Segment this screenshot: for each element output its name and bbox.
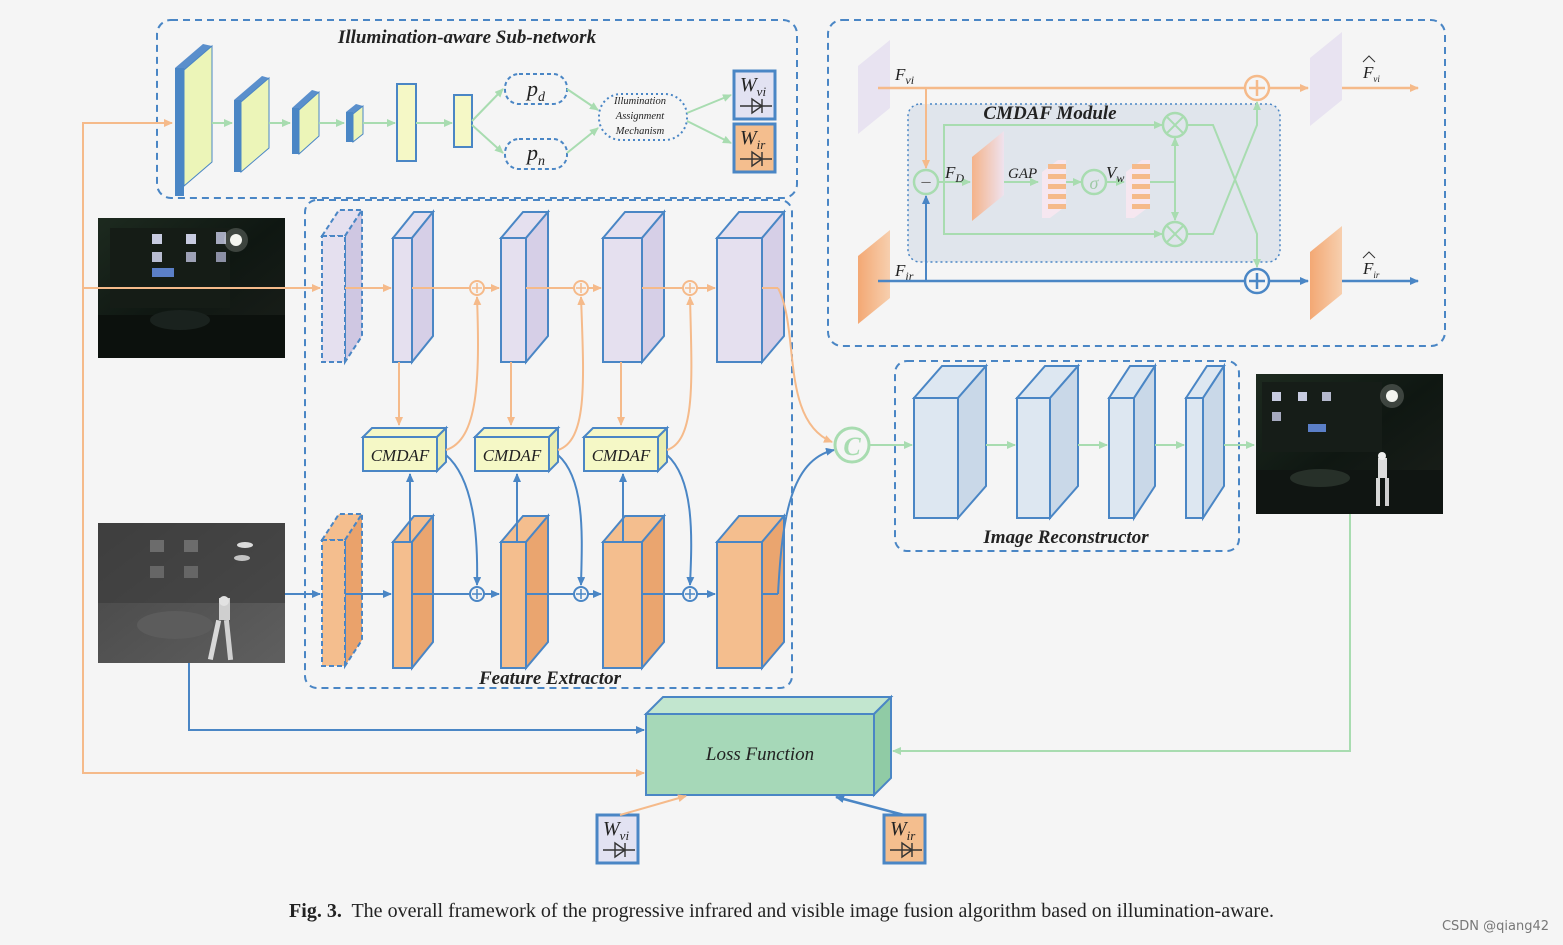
recon-block-1: [911, 363, 989, 521]
f-ir-hat-label: Fir: [1362, 259, 1380, 280]
recon-block-2: [1014, 363, 1081, 521]
image-reconstructor-title: Image Reconstructor: [982, 527, 1149, 548]
illumination-box: [156, 19, 798, 199]
svg-text:CMDAF: CMDAF: [592, 446, 651, 465]
ir-conv-block-3: [600, 513, 667, 671]
vi-conv-block-1: [390, 209, 436, 365]
weight-vi-box: Wvi: [732, 69, 777, 121]
f-vi-label: Fvi: [894, 65, 914, 87]
feature-extractor-box: [304, 199, 793, 689]
fused-output-image: [1256, 374, 1443, 514]
iam-line-1: Illumination: [613, 96, 666, 107]
ir-conv-block-4: [714, 513, 787, 671]
vi-conv-block-4: [714, 209, 787, 365]
f-ir-label: Fir: [894, 261, 914, 283]
cmdaf-block-1: CMDAF: [360, 425, 449, 474]
fc-block-2: [453, 94, 473, 148]
v-w-label: Vw: [1106, 163, 1124, 185]
svg-text:Wir: Wir: [740, 127, 766, 152]
svg-text:Wvi: Wvi: [740, 74, 766, 99]
illumination-subnetwork: Illumination-aware Sub-network: [156, 19, 798, 199]
figure-caption: Fig. 3. The overall framework of the pro…: [0, 900, 1563, 923]
ir-conv-block-1: [390, 513, 436, 671]
loss-weight-vi-box: Wvi: [595, 813, 640, 865]
watermark: CSDN @qiang42: [1441, 919, 1549, 934]
ir-input-conv: [320, 510, 364, 670]
svg-text:Wvi: Wvi: [603, 818, 629, 843]
svg-text:CMDAF: CMDAF: [371, 446, 430, 465]
conv-block-4: [346, 104, 364, 144]
loss-function: Loss Function: [643, 694, 894, 798]
recon-block-4: [1184, 362, 1226, 522]
cmdaf-detail-box: [827, 19, 1446, 347]
fc-block-1: [396, 83, 417, 162]
cmdaf-block-3: CMDAF: [581, 425, 670, 474]
svg-text:Wir: Wir: [890, 818, 916, 843]
pn-node: [504, 138, 568, 170]
subtract-symbol: −: [920, 172, 931, 194]
pd-label: pd: [525, 76, 546, 105]
conv-block-3: [292, 90, 320, 156]
svg-text:C: C: [843, 432, 861, 461]
conv-block-2: [234, 76, 270, 174]
cmdaf-block-2: CMDAF: [472, 425, 561, 474]
f-d-label: FD: [944, 163, 964, 185]
loss-weight-ir-box: Wir: [882, 813, 927, 865]
feature-extractor-title: Feature Extractor: [478, 668, 622, 689]
illumination-assignment-mechanism: [598, 93, 688, 141]
pn-label: pn: [525, 140, 545, 169]
gap-vector: [1042, 160, 1066, 218]
image-reconstructor-box: [894, 360, 1240, 552]
f-ir-hat-feature: [1310, 226, 1342, 320]
caption-text: The overall framework of the progressive…: [351, 900, 1274, 922]
ir-conv-block-2: [498, 513, 551, 671]
figure-number: Fig. 3.: [289, 900, 342, 922]
f-vi-hat-feature: [1310, 32, 1342, 126]
image-reconstructor: Image Reconstructor: [894, 360, 1255, 552]
iam-line-3: Mechanism: [615, 126, 665, 137]
f-vi-hat-label: Fvi: [1362, 63, 1380, 84]
add-node-vi: [1243, 74, 1271, 102]
weight-ir-box: Wir: [732, 122, 777, 174]
loss-function-label: Loss Function: [705, 744, 814, 765]
f-ir-feature: [858, 230, 890, 324]
concat-node: C: [833, 426, 871, 464]
add-node-ir: [1243, 267, 1271, 295]
vi-conv-block-3: [600, 209, 667, 365]
illumination-title: Illumination-aware Sub-network: [337, 27, 597, 48]
cmdaf-module-detail: CMDAF Module Fvi Fir Fvi Fir − FD: [827, 19, 1446, 347]
f-d-feature: [972, 131, 1004, 221]
svg-text:CMDAF: CMDAF: [483, 446, 542, 465]
vi-input-conv: [320, 206, 364, 366]
gap-label: GAP: [1008, 166, 1037, 182]
feature-extractor: Feature Extractor: [285, 199, 835, 689]
f-vi-feature: [858, 40, 890, 134]
cmdaf-module-title: CMDAF Module: [983, 103, 1117, 124]
weight-vector: [1126, 160, 1150, 218]
conv-block-1: [175, 44, 213, 196]
recon-block-3: [1107, 362, 1157, 522]
sigmoid-symbol: σ: [1090, 173, 1100, 193]
iam-line-2: Assignment: [615, 111, 665, 122]
infrared-input-image: [98, 523, 285, 663]
